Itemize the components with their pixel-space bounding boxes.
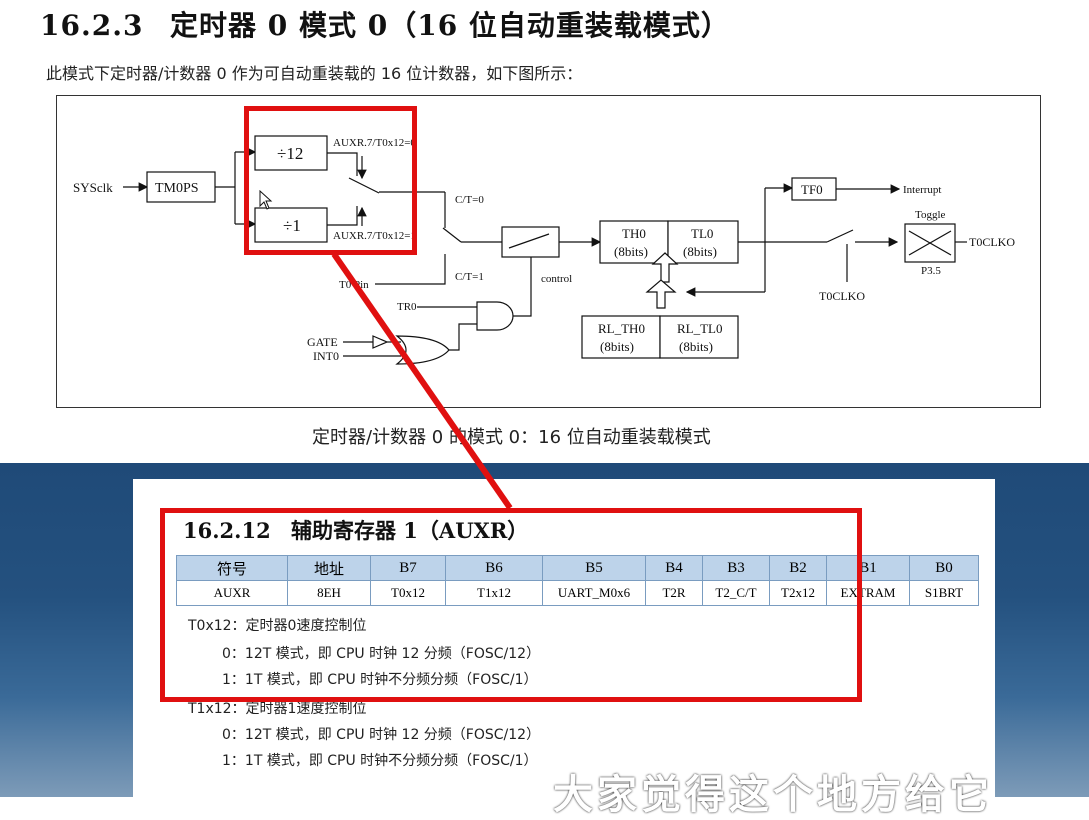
diagram-caption: 定时器/计数器 0 的模式 0：16 位自动重装载模式 xyxy=(312,427,711,448)
tm0ps-label: TM0PS xyxy=(155,181,199,196)
ct0-label: C/T=0 xyxy=(455,194,484,206)
tl0-bits: (8bits) xyxy=(683,244,717,259)
toggle-label: Toggle xyxy=(915,209,946,221)
table-cell: S1BRT xyxy=(909,580,979,606)
section-heading: 16.2.3 定时器 0 模式 0（16 位自动重装载模式） xyxy=(40,4,730,44)
table-header-cell: B5 xyxy=(542,555,646,581)
tl0-box xyxy=(667,220,739,264)
register-heading: 16.2.12 辅助寄存器 1（AUXR） xyxy=(183,515,528,545)
control-switch-box xyxy=(501,226,560,258)
connector-line xyxy=(331,252,513,510)
t0clko-right-label: T0CLKO xyxy=(969,235,1015,249)
rltl0-label: RL_TL0 xyxy=(677,321,723,336)
table-cell: T2x12 xyxy=(769,580,827,606)
table-row: AUXR 8EH T0x12 T1x12 UART_M0x6 T2R T2_C/… xyxy=(176,580,979,606)
interrupt-label: Interrupt xyxy=(903,184,941,196)
highlight-box-prescaler xyxy=(244,106,417,255)
rlth0-bits: (8bits) xyxy=(600,339,634,354)
rlth0-box xyxy=(581,315,661,359)
diagram-svg: SYSclk TM0PS ÷12 ÷1 AUXR.7/T0x12=0 AUXR.… xyxy=(73,135,1015,365)
th0-bits: (8bits) xyxy=(614,244,648,259)
register-section-title: 辅助寄存器 1（AUXR） xyxy=(291,518,529,543)
div1-box xyxy=(254,207,328,243)
t1x12-description-title: T1x12：定时器1速度控制位 xyxy=(188,701,367,717)
auxr-top-label: AUXR.7/T0x12=0 xyxy=(333,137,416,149)
table-cell: 8EH xyxy=(287,580,371,606)
table-header-cell: B7 xyxy=(370,555,446,581)
register-section-number: 16.2.12 xyxy=(183,518,271,543)
int0-label: INT0 xyxy=(313,349,339,363)
table-header-row: 符号 地址 B7 B6 B5 B4 B3 B2 B1 B0 xyxy=(176,555,979,581)
div12-label: ÷12 xyxy=(277,144,303,163)
table-header-cell: B0 xyxy=(909,555,979,581)
auxr-register-table: 符号 地址 B7 B6 B5 B4 B3 B2 B1 B0 AUXR 8EH T… xyxy=(176,555,979,606)
t0x12-option-1: 1：1T 模式，即 CPU 时钟不分频分频（FOSC/1） xyxy=(222,672,538,688)
table-header-cell: B2 xyxy=(769,555,827,581)
table-header-cell: 地址 xyxy=(287,555,371,581)
t0x12-description-title: T0x12：定时器0速度控制位 xyxy=(188,618,367,634)
table-cell: EXTRAM xyxy=(826,580,910,606)
mouse-cursor-icon xyxy=(259,190,273,210)
register-document xyxy=(133,479,995,797)
rltl0-box xyxy=(659,315,739,359)
highlight-box-register xyxy=(160,508,862,702)
table-header-cell: 符号 xyxy=(176,555,288,581)
p35-label: P3.5 xyxy=(921,265,941,277)
section-title: 定时器 0 模式 0（16 位自动重装载模式） xyxy=(170,9,730,42)
timer-mode0-diagram: SYSclk TM0PS ÷12 ÷1 AUXR.7/T0x12=0 AUXR.… xyxy=(56,95,1041,408)
auxr-bottom-label: AUXR.7/T0x12=1 xyxy=(333,230,416,242)
table-cell: UART_M0x6 xyxy=(542,580,646,606)
table-header-cell: B4 xyxy=(645,555,703,581)
t0clko-bottom-label: T0CLKO xyxy=(819,289,865,303)
t1x12-option-0: 0：12T 模式，即 CPU 时钟 12 分频（FOSC/12） xyxy=(222,727,541,743)
table-header-cell: B3 xyxy=(702,555,770,581)
table-cell: T0x12 xyxy=(370,580,446,606)
subtitle-banner: 大家觉得这个地方给它 xyxy=(553,772,993,818)
t1x12-option-1: 1：1T 模式，即 CPU 时钟不分频分频（FOSC/1） xyxy=(222,753,538,769)
table-header-cell: B1 xyxy=(826,555,910,581)
rlth0-label: RL_TH0 xyxy=(598,321,645,336)
intro-text: 此模式下定时器/计数器 0 作为可自动重装载的 16 位计数器，如下图所示： xyxy=(46,64,583,83)
div1-label: ÷1 xyxy=(283,216,301,235)
sysclk-label: SYSclk xyxy=(73,180,113,195)
control-label: control xyxy=(541,273,572,285)
table-cell: AUXR xyxy=(176,580,288,606)
section-number: 16.2.3 xyxy=(40,9,144,42)
table-cell: T2R xyxy=(645,580,703,606)
th0-label: TH0 xyxy=(622,226,646,241)
annotation-connector xyxy=(331,252,513,510)
t0x12-option-0: 0：12T 模式，即 CPU 时钟 12 分频（FOSC/12） xyxy=(222,646,541,662)
tf0-label: TF0 xyxy=(801,182,823,197)
document-page-top: 16.2.3 定时器 0 模式 0（16 位自动重装载模式） 此模式下定时器/计数… xyxy=(40,4,1041,448)
ct1-label: C/T=1 xyxy=(455,271,484,283)
rltl0-bits: (8bits) xyxy=(679,339,713,354)
gate-label: GATE xyxy=(307,335,338,349)
table-cell: T2_C/T xyxy=(702,580,770,606)
tl0-label: TL0 xyxy=(691,226,713,241)
tr0-label: TR0 xyxy=(397,301,417,313)
